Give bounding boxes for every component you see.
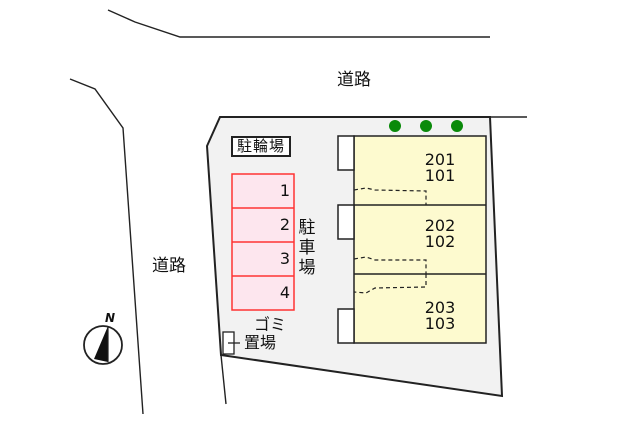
unit-lower: 103 <box>424 314 456 333</box>
bicycle-parking-label: 駐輪場 <box>231 136 292 157</box>
parking-label-char: 車 <box>298 238 316 258</box>
unit-lower: 101 <box>424 166 456 185</box>
tree-icon <box>451 120 463 132</box>
road-edge-west <box>69 78 144 415</box>
unit-upper: 201 <box>424 150 456 169</box>
garbage-label: ゴミ 置場 <box>244 316 286 352</box>
compass-north-label: N <box>105 311 116 325</box>
parking-label: 駐 車 場 <box>297 218 317 278</box>
building <box>337 135 487 344</box>
compass-icon <box>83 325 123 365</box>
garbage-label-line1: ゴミ <box>254 315 287 334</box>
entrance-porch <box>337 308 355 344</box>
parking-space-3: 3 <box>279 249 290 268</box>
entrance-porch <box>337 204 355 240</box>
unit-label-202-102: 202 102 <box>410 218 470 250</box>
unit-lower: 102 <box>424 232 456 251</box>
parking-space-4: 4 <box>279 283 290 302</box>
garbage-label-line2: 置場 <box>244 333 277 352</box>
unit-label-203-103: 203 103 <box>410 300 470 332</box>
road-label-north: 道路 <box>337 70 371 90</box>
parking-space-1: 1 <box>279 181 290 200</box>
parking-label-char: 駐 <box>298 218 316 238</box>
unit-upper: 202 <box>424 216 456 235</box>
tree-icon <box>389 120 401 132</box>
road-label-west: 道路 <box>152 256 186 276</box>
unit-upper: 203 <box>424 298 456 317</box>
unit-label-201-101: 201 101 <box>410 152 470 184</box>
parking-area <box>231 173 295 311</box>
parking-label-char: 場 <box>298 258 316 278</box>
road-edge-north <box>107 9 490 38</box>
parking-space-2: 2 <box>279 215 290 234</box>
tree-icon <box>420 120 432 132</box>
lot-edge-west-extension <box>220 354 227 405</box>
entrance-porch <box>337 135 355 171</box>
